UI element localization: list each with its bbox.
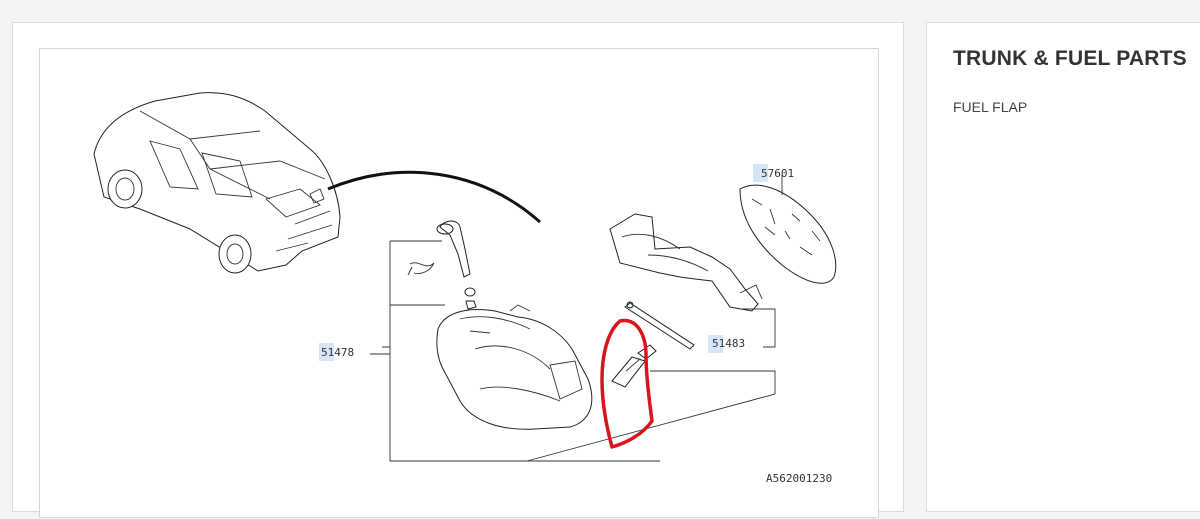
part-label-51483[interactable]: 51483 xyxy=(712,337,745,350)
part-label-57601[interactable]: 57601 xyxy=(761,167,794,180)
trim-bracket xyxy=(609,213,763,312)
part-info-panel: TRUNK & FUEL PARTS FUEL FLAP xyxy=(926,22,1200,512)
part-label-51478[interactable]: 51478 xyxy=(321,346,354,359)
diagram-panel: 57601 51478 51483 A562001230 xyxy=(12,22,904,518)
fuel-lid-rod xyxy=(624,301,695,350)
fuel-lid-housing xyxy=(436,304,593,430)
trunk-cover-57601 xyxy=(739,184,837,284)
parts-diagram: 57601 51478 51483 A562001230 xyxy=(39,48,879,518)
car-illustration-icon xyxy=(93,92,341,274)
red-circle-annotation xyxy=(600,318,654,449)
category-label: FUEL FLAP xyxy=(953,99,1028,115)
fuel-flap-spring-parts xyxy=(407,220,477,310)
page-title: TRUNK & FUEL PARTS xyxy=(953,47,1187,70)
diagram-reference-code: A562001230 xyxy=(766,472,832,485)
parts-diagram-svg: 57601 51478 51483 A562001230 xyxy=(93,92,837,485)
opener-actuator xyxy=(611,344,657,388)
